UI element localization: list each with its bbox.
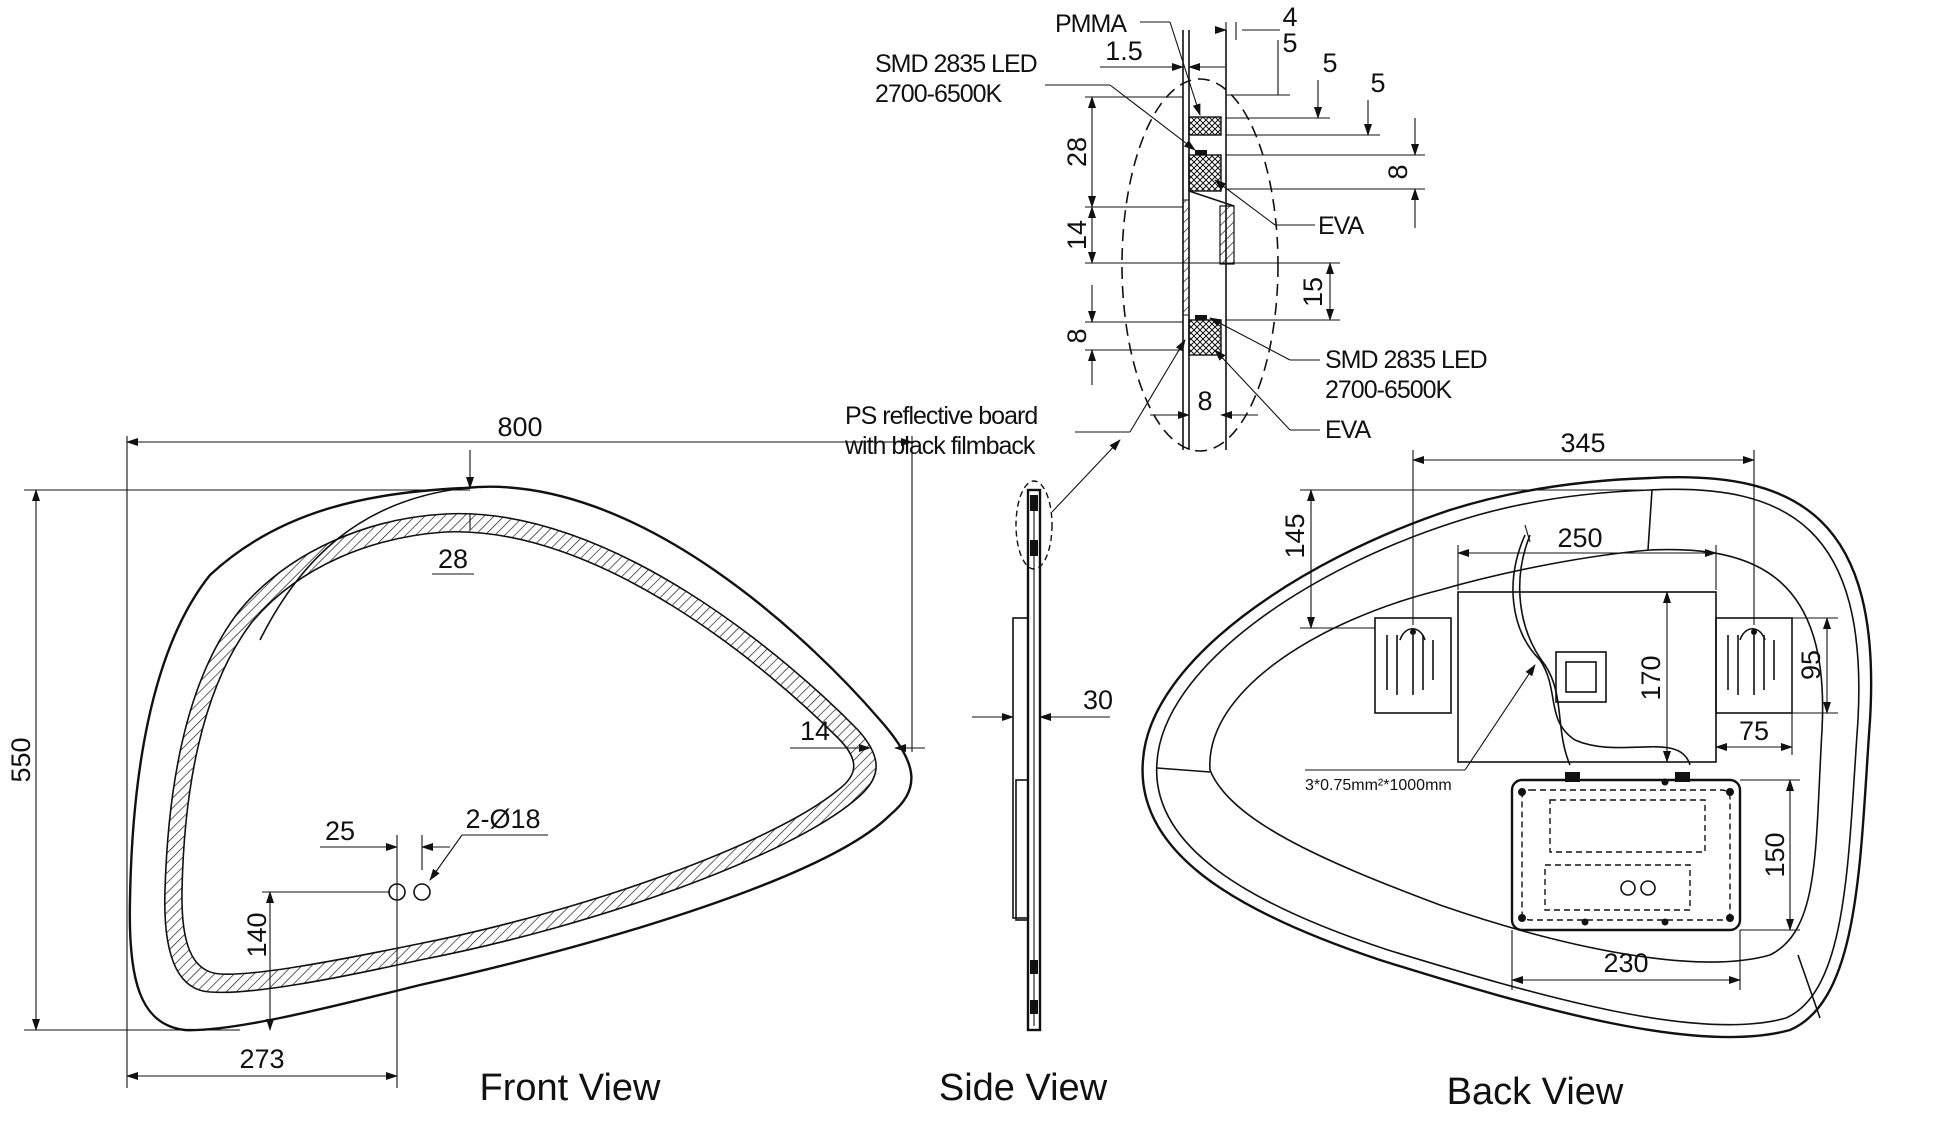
side-view-title: Side View — [939, 1067, 1108, 1109]
detail-dim-8-left: 8 — [1062, 328, 1092, 343]
label-eva-top: EVA — [1318, 212, 1364, 240]
front-dim-width: 800 — [497, 412, 542, 442]
side-dim-depth: 30 — [1083, 685, 1113, 715]
front-dim-holes: 2-Ø18 — [465, 804, 540, 834]
back-cable-spec: 3*0.75mm²*1000mm — [1305, 777, 1452, 794]
detail-dim-1-5: 1.5 — [1105, 36, 1143, 66]
side-view: 30 Side View — [939, 439, 1121, 1109]
left-hanger-icon — [1374, 617, 1452, 714]
mounting-hole — [413, 883, 431, 901]
detail-ellipse — [1121, 78, 1279, 452]
junction-box — [1555, 651, 1607, 703]
label-led-bottom-line2: 2700-6500K — [1325, 376, 1453, 404]
detail-dim-8-bottom: 8 — [1197, 386, 1212, 416]
detail-dim-28: 28 — [1062, 137, 1092, 167]
detail-dim-5c: 5 — [1370, 68, 1385, 98]
label-pmma: PMMA — [1055, 10, 1127, 38]
back-view-title: Back View — [1447, 1071, 1624, 1113]
front-view: 800 550 28 14 25 2-Ø18 140 273 Front — [6, 412, 925, 1109]
section-detail: 4 1.5 PMMA 5 5 5 8 28 14 15 — [844, 2, 1488, 460]
eva-top-block — [1188, 154, 1222, 192]
right-hanger-icon — [1715, 617, 1793, 714]
front-view-title: Front View — [480, 1067, 661, 1109]
detail-dim-15: 15 — [1298, 277, 1328, 307]
power-cable — [1512, 534, 1691, 766]
back-mirror-outline — [1141, 476, 1873, 1039]
back-dim-hanger-top: 145 — [1280, 513, 1310, 558]
back-dim-hanger-span: 345 — [1560, 428, 1605, 458]
detail-dim-5a: 5 — [1282, 28, 1297, 58]
front-mirror-outline — [128, 485, 913, 1032]
front-dim-hole-offset: 25 — [325, 816, 355, 846]
led-driver — [1510, 778, 1742, 932]
label-led-top-line1: SMD 2835 LED — [875, 50, 1037, 78]
front-led-band — [163, 512, 877, 994]
detail-dim-4: 4 — [1282, 2, 1297, 32]
detail-dim-14: 14 — [1062, 220, 1092, 250]
back-dim-box-width: 250 — [1557, 523, 1602, 553]
back-dim-box-height: 170 — [1636, 655, 1666, 700]
back-hanger-box — [1457, 591, 1717, 763]
front-dim-hole-x: 273 — [239, 1044, 284, 1074]
label-led-top-line2: 2700-6500K — [875, 80, 1003, 108]
detail-dim-5b: 5 — [1322, 48, 1337, 78]
label-eva-bottom: EVA — [1325, 416, 1371, 444]
front-dim-hole-height: 140 — [242, 912, 272, 957]
back-view: 345 145 250 170 95 75 3*0.75mm²*1000mm 1 — [1141, 428, 1873, 1113]
back-dim-hanger-width: 75 — [1739, 716, 1769, 746]
pmma-block — [1188, 116, 1222, 136]
back-dim-hanger-height: 95 — [1796, 650, 1826, 680]
side-detail-callout — [1015, 480, 1053, 570]
eva-bottom-block — [1188, 319, 1222, 356]
label-ps-board-line1: PS reflective board — [845, 402, 1037, 430]
label-ps-board-line2: with black filmback — [844, 432, 1036, 460]
front-dim-led-band: 28 — [438, 544, 468, 574]
back-dim-driver-height: 150 — [1760, 832, 1790, 877]
back-dim-driver-width: 230 — [1603, 948, 1648, 978]
label-led-bottom-line1: SMD 2835 LED — [1325, 346, 1487, 374]
front-dim-edge: 14 — [800, 716, 830, 746]
front-dim-height: 550 — [6, 737, 36, 782]
detail-dim-8-right: 8 — [1383, 164, 1413, 179]
